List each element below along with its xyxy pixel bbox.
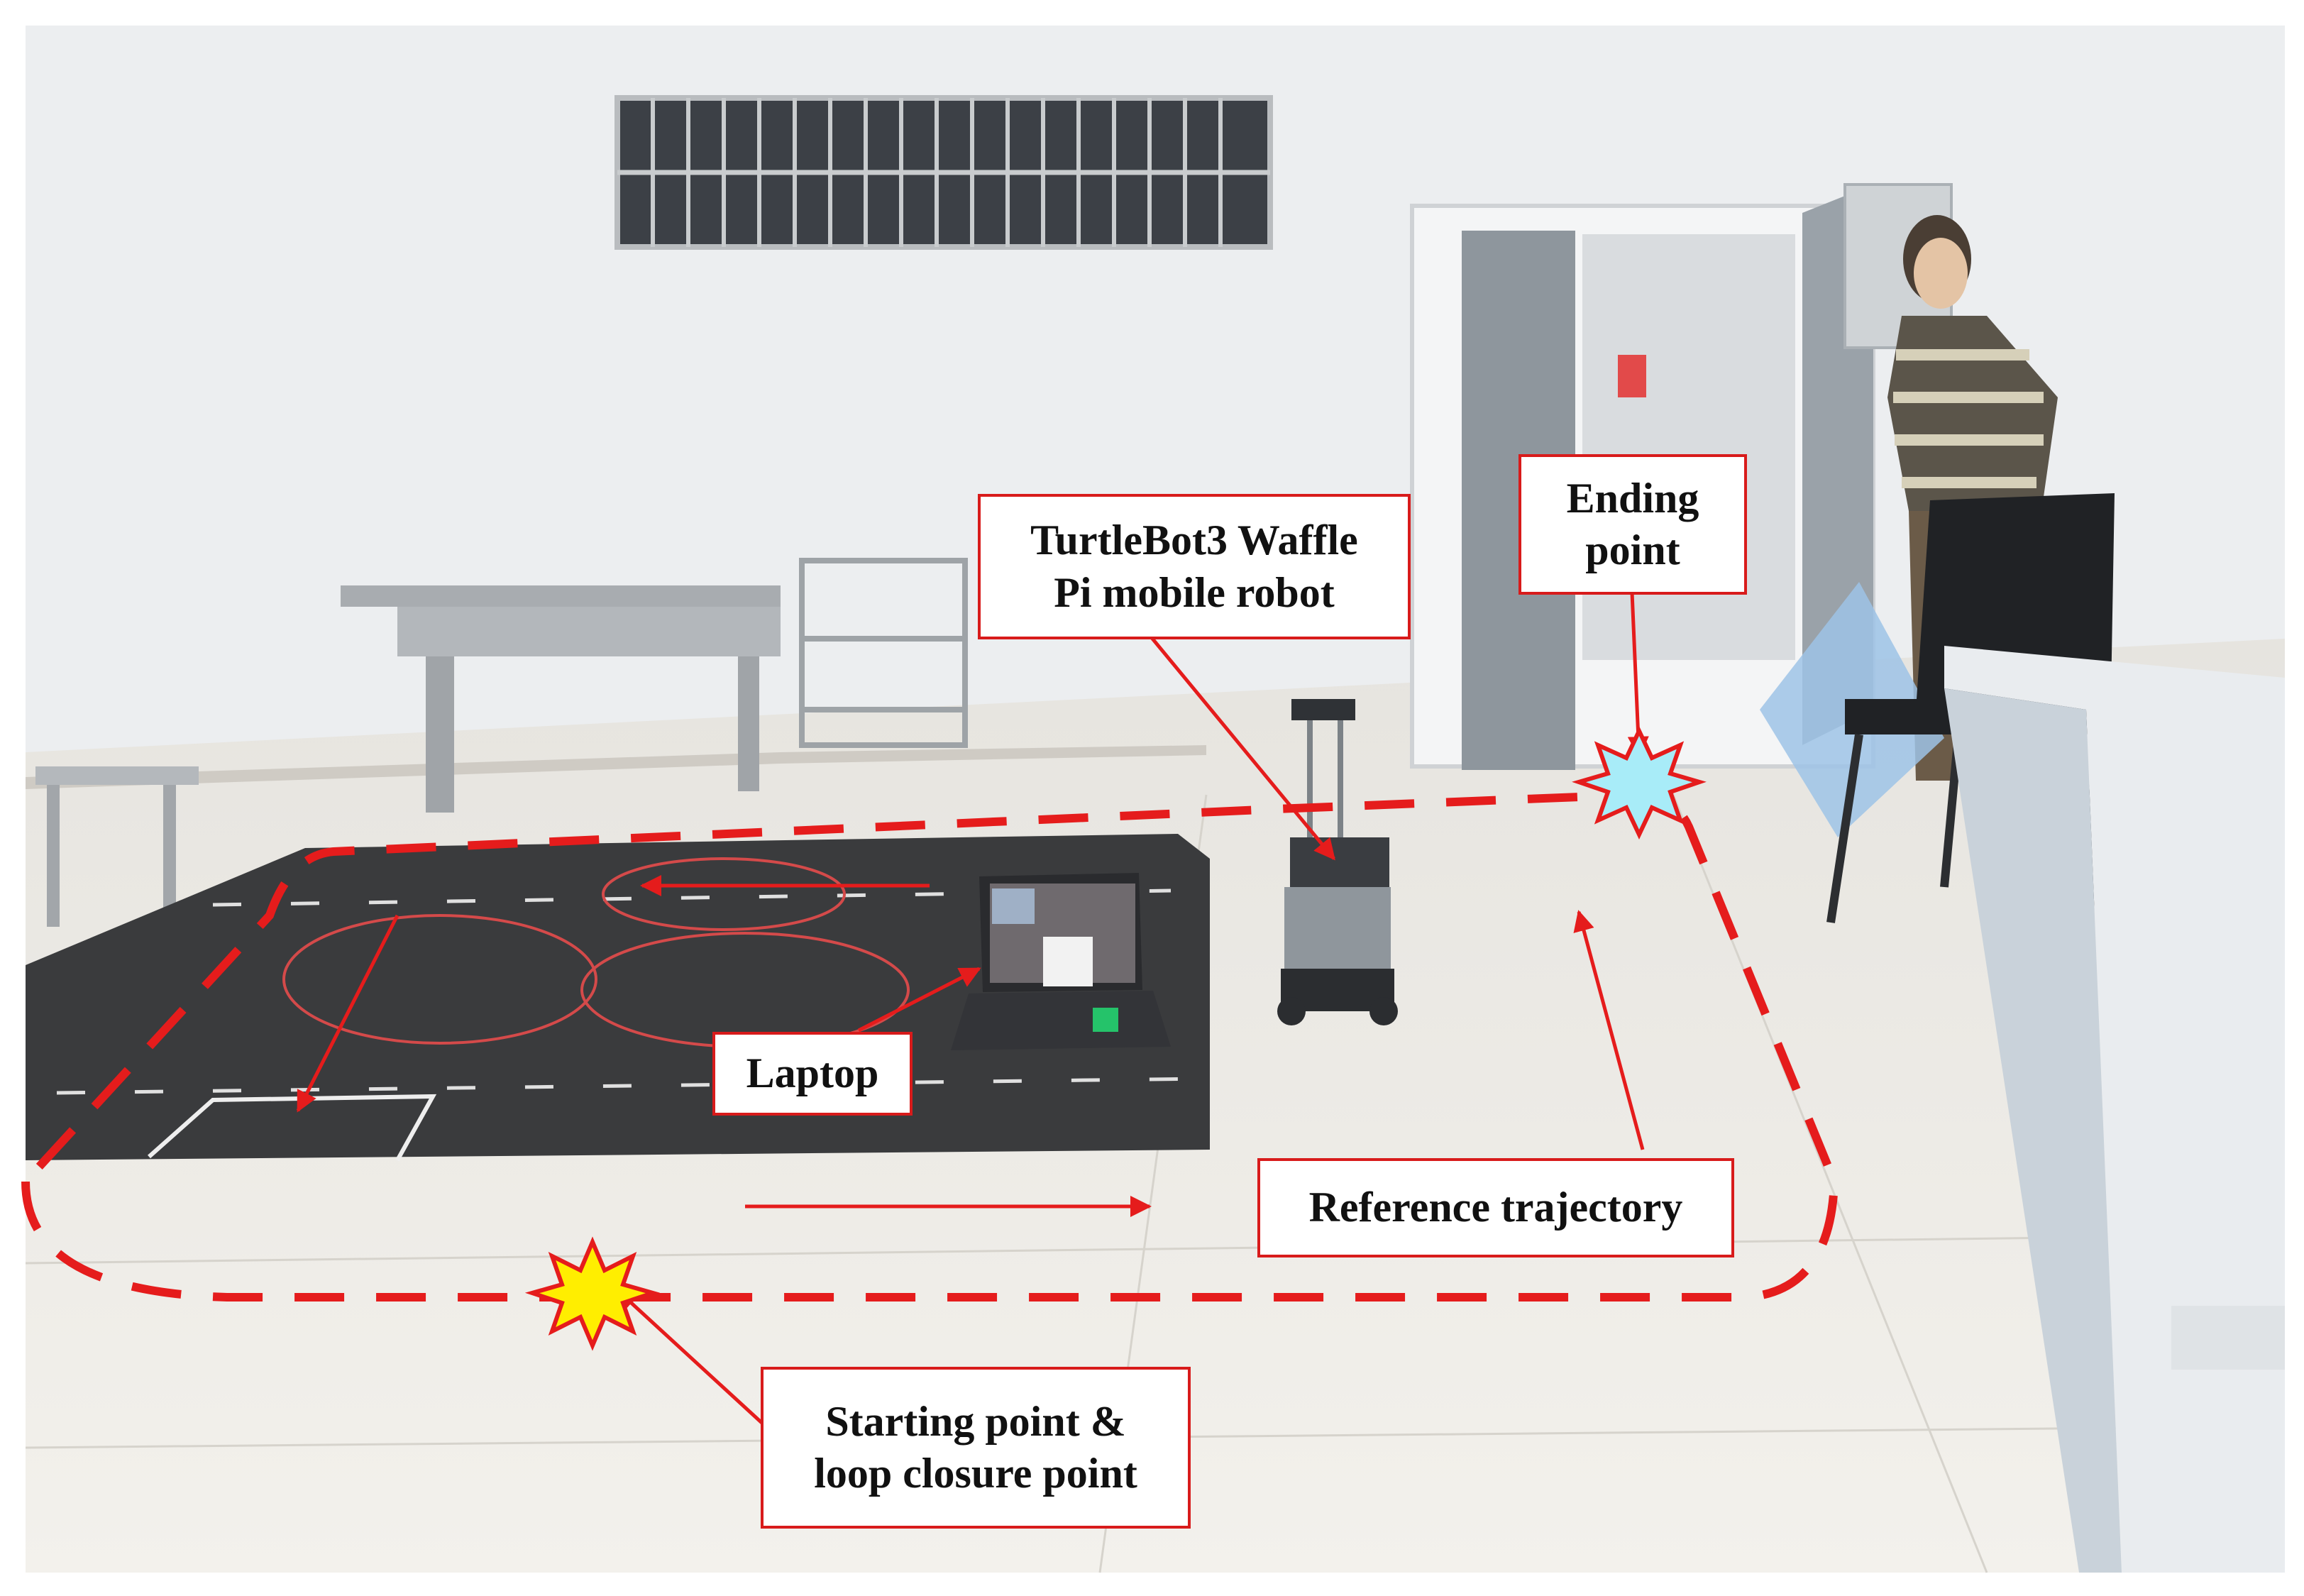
starting-point-label: Starting point & loop closure point [761,1367,1191,1529]
direction-arrows [296,875,1645,1217]
reference-trajectory-label: Reference trajectory [1257,1158,1734,1257]
laptop-label: Laptop [712,1032,913,1116]
laptop-object [951,873,1171,1050]
cyan-star-icon [1572,725,1707,840]
wall-vent [614,95,1273,250]
yellow-star-icon [524,1236,661,1351]
test-mat [26,834,1210,1162]
chair-and-table [1760,493,2285,1573]
ending-point-label: Ending point [1518,454,1747,595]
turtlebot-robot [1277,699,1398,1025]
robot-label: TurtleBot3 Waffle Pi mobile robot [978,494,1411,639]
desk-and-cart [35,558,968,927]
reference-trajectory-path [21,790,1839,1301]
